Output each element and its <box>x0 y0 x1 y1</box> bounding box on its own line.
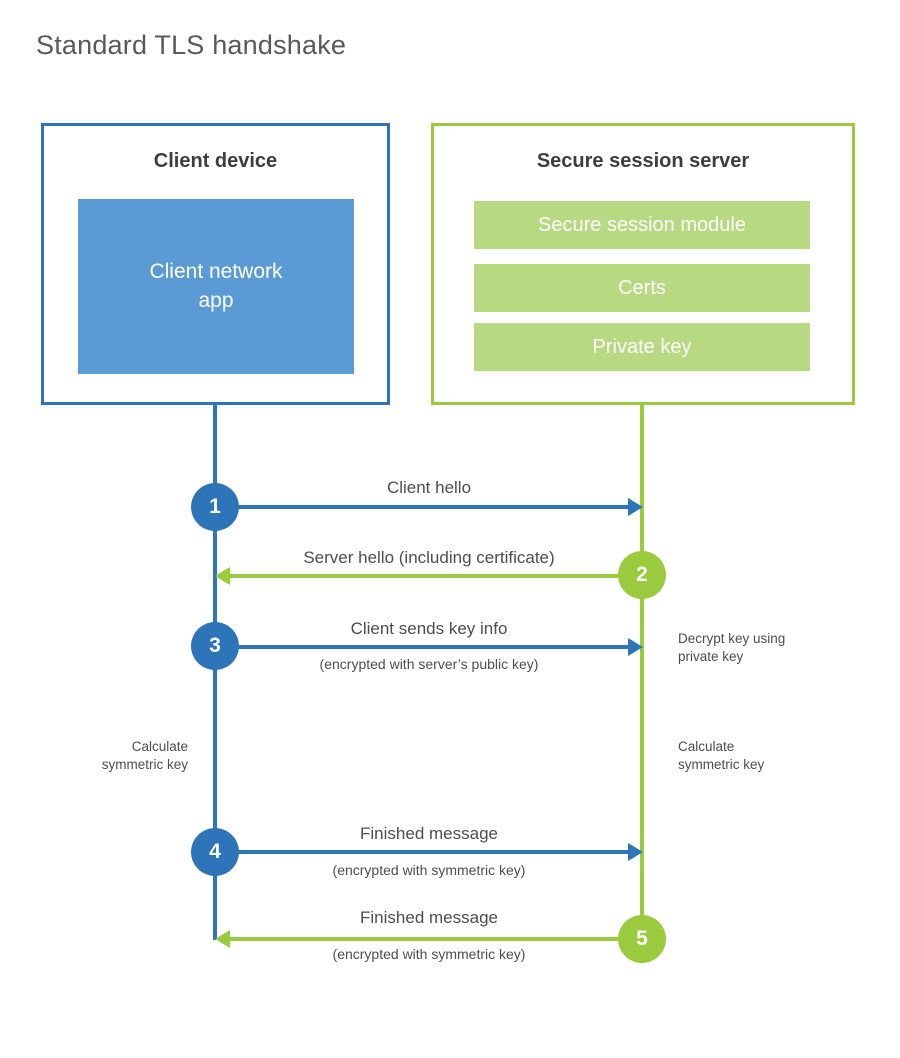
step-4-sublabel: (encrypted with symmetric key) <box>332 862 526 878</box>
step-3-badge: 3 <box>191 622 239 670</box>
client-lifeline <box>213 404 217 940</box>
step-5-sublabel: (encrypted with symmetric key) <box>332 946 526 962</box>
step-1-arrow-shaft <box>239 505 629 509</box>
step-4-label: Finished message <box>360 824 498 843</box>
step-2-label: Server hello (including certificate) <box>303 548 555 567</box>
step-3-sublabel: (encrypted with server’s public key) <box>319 656 539 672</box>
note-calculate-symmetric-key-server: Calculate symmetric key <box>678 739 765 772</box>
client-network-app-box: Client network app <box>78 199 354 374</box>
step-4-badge: 4 <box>191 828 239 876</box>
step-4-arrow-shaft <box>239 850 629 854</box>
step-3-arrowhead-right-icon <box>628 638 643 656</box>
note-calculate-symmetric-key-client: Calculate symmetric key <box>101 739 188 772</box>
step-5-badge: 5 <box>618 915 666 963</box>
step-1-label: Client hello <box>386 478 472 497</box>
client-device-title: Client device <box>153 150 278 172</box>
secure-session-server-title: Secure session server <box>536 150 750 172</box>
step-3-arrow-shaft <box>239 645 629 649</box>
step-2-arrow-shaft <box>230 574 618 578</box>
step-3-label: Client sends key info <box>350 619 508 638</box>
server-module-private-key: Private key <box>474 323 810 371</box>
step-5-arrowhead-left-icon <box>215 930 230 948</box>
step-5-arrow-shaft <box>230 937 618 941</box>
server-module-secure-session: Secure session module <box>474 201 810 249</box>
step-1-badge: 1 <box>191 483 239 531</box>
page-title: Standard TLS handshake <box>36 30 347 60</box>
step-1-arrowhead-right-icon <box>628 498 643 516</box>
server-lifeline <box>640 404 644 940</box>
step-4-arrowhead-right-icon <box>628 843 643 861</box>
step-2-badge: 2 <box>618 551 666 599</box>
step-5-label: Finished message <box>360 908 498 927</box>
server-module-certs: Certs <box>474 264 810 312</box>
note-decrypt-key: Decrypt key using private key <box>678 631 786 664</box>
client-network-app-label: Client network app <box>149 260 283 312</box>
step-2-arrowhead-left-icon <box>215 567 230 585</box>
